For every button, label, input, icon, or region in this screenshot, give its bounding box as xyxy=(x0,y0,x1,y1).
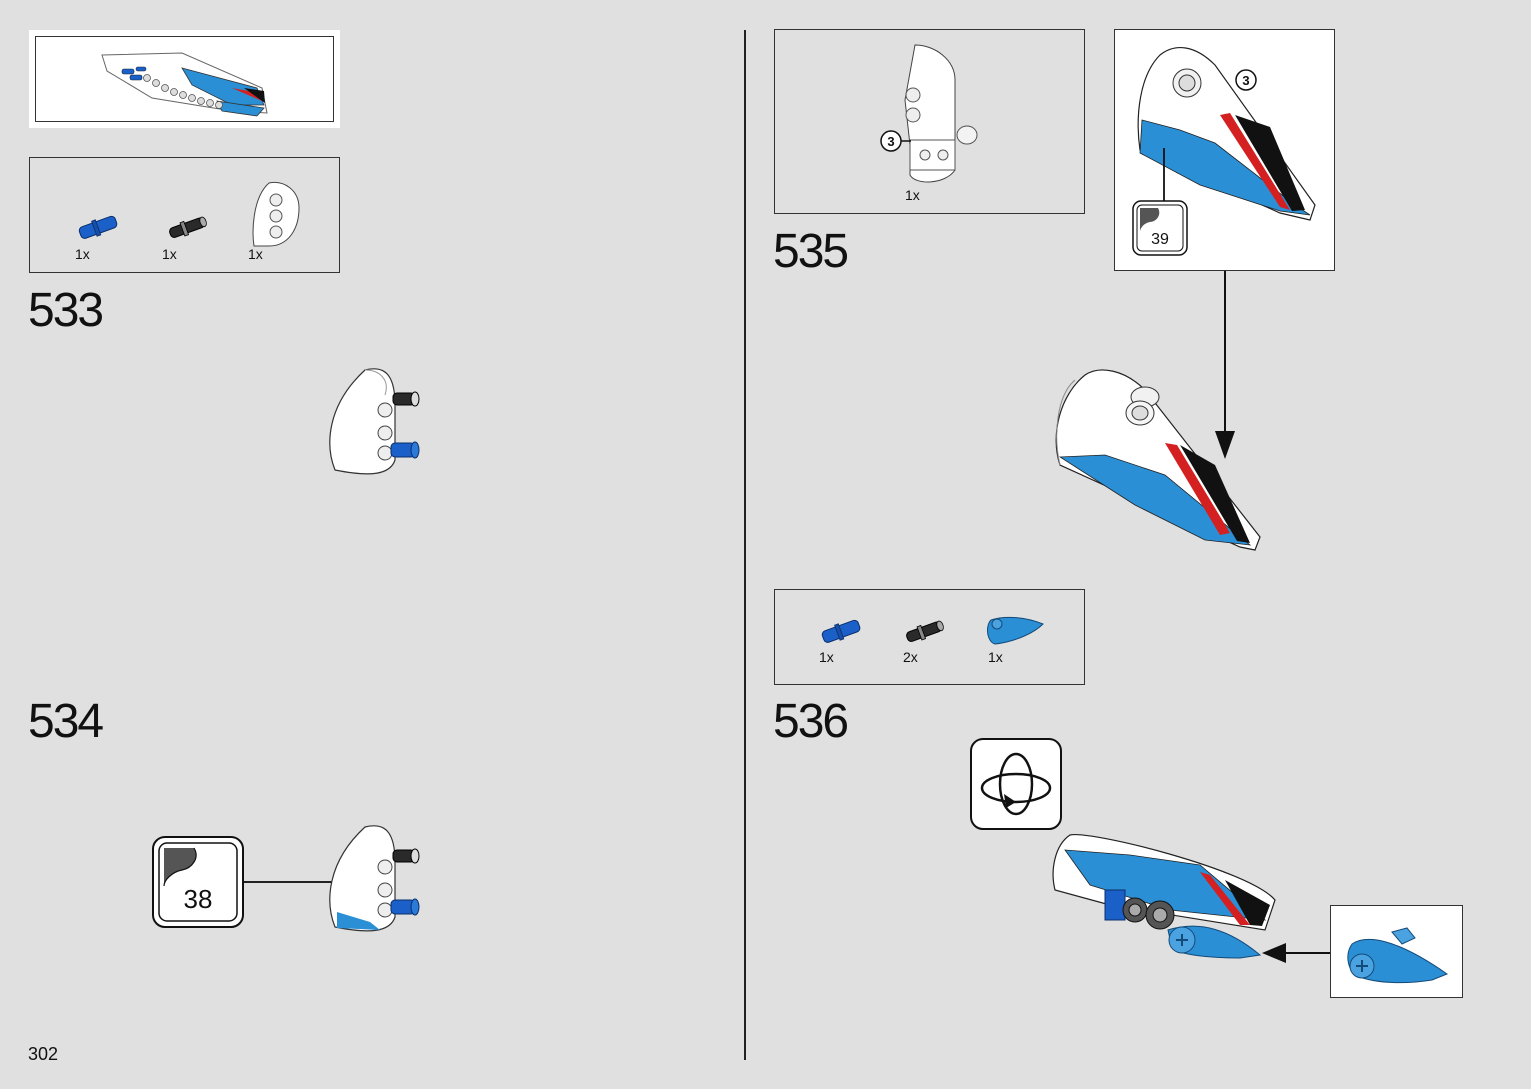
part-qty-1: 1x xyxy=(75,246,90,262)
decorated-panel-535 xyxy=(1045,365,1275,565)
page-divider xyxy=(744,30,746,1060)
part-qty-1: 1x xyxy=(819,649,834,665)
overview-box xyxy=(30,31,339,127)
white-panel-icon: 3 xyxy=(875,40,995,190)
sticker-leader-line xyxy=(244,881,336,883)
parts-list-536: 1x 2x 1x xyxy=(774,589,1085,685)
blue-pin-icon xyxy=(74,212,124,242)
assembly-536 xyxy=(1050,830,1280,970)
black-pin-icon xyxy=(164,212,214,242)
sticker-38-icon: 38 xyxy=(152,836,244,928)
panel-with-pins-533 xyxy=(325,365,425,485)
overview-assembly-icon xyxy=(32,33,332,123)
blue-nose-icon xyxy=(983,612,1047,648)
parts-list-533: 1x 1x 1x xyxy=(29,157,340,273)
left-arrow-icon xyxy=(1262,943,1332,963)
sticker-39-icon: 39 xyxy=(1132,200,1188,256)
panel-with-pins-534 xyxy=(325,822,425,942)
step-number-535: 535 xyxy=(773,228,847,276)
part-qty-panel: 1x xyxy=(905,187,920,203)
sticker-detail-535: 3 39 xyxy=(1114,29,1335,271)
black-pin-icon xyxy=(901,616,951,646)
rotate-model-icon xyxy=(970,738,1062,830)
blue-nose-detail-icon xyxy=(1337,914,1457,994)
white-panel-icon xyxy=(244,178,304,248)
callout-number-3b: 3 xyxy=(1242,73,1249,88)
nose-detail-536 xyxy=(1330,905,1463,998)
step-number-536: 536 xyxy=(773,698,847,746)
step-number-534: 534 xyxy=(28,698,102,746)
part-qty-2: 2x xyxy=(903,649,918,665)
sticker-number-38: 38 xyxy=(184,884,213,914)
blue-pin-icon xyxy=(817,616,867,646)
callout-number-3: 3 xyxy=(887,134,894,149)
sticker-number-39: 39 xyxy=(1151,231,1169,248)
part-qty-3: 1x xyxy=(988,649,1003,665)
part-qty-3: 1x xyxy=(248,246,263,262)
part-qty-2: 1x xyxy=(162,246,177,262)
page-number: 302 xyxy=(28,1044,58,1065)
parts-list-535: 3 1x xyxy=(774,29,1085,214)
step-number-533: 533 xyxy=(28,287,102,335)
